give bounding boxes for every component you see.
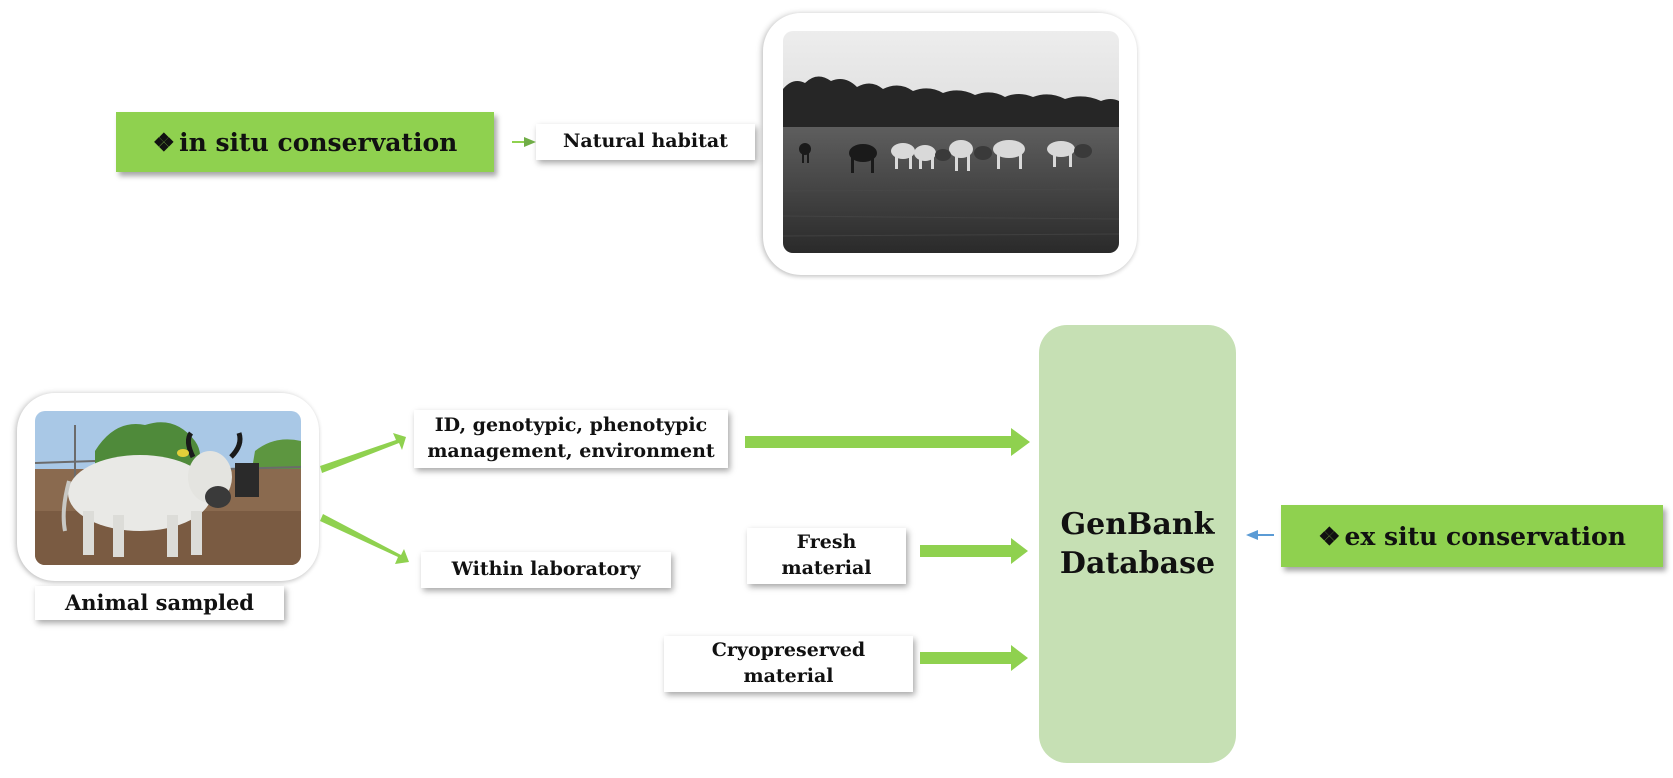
- natural-habitat-label: Natural habitat: [563, 130, 728, 153]
- in-situ-conservation-label: in situ conservation: [179, 127, 458, 157]
- fresh-material-line-2: material: [781, 557, 872, 579]
- cow-photo: [35, 411, 301, 565]
- diamond-bullet-icon: ❖: [1318, 521, 1341, 551]
- animal-sampled-box: Animal sampled: [35, 586, 284, 620]
- records-line-1: ID, genotypic, phenotypic: [434, 414, 708, 437]
- in-situ-conservation-box: ❖ in situ conservation: [116, 112, 494, 172]
- genbank-database-box: GenBank Database: [1039, 325, 1236, 763]
- cryopreserved-line-1: Cryopreserved: [711, 639, 866, 662]
- natural-habitat-box: Natural habitat: [536, 124, 755, 160]
- animal-sampled-label: Animal sampled: [64, 589, 254, 615]
- genbank-line-1: GenBank: [1060, 507, 1215, 542]
- within-laboratory-label: Within laboratory: [451, 558, 641, 581]
- cryopreserved-material-box: Cryopreserved material: [664, 636, 913, 692]
- herd-photo-frame: [763, 13, 1137, 275]
- animal-to-laboratory-arrow: [320, 514, 409, 564]
- records-to-genbank-arrow: [745, 428, 1030, 456]
- herd-photo-image: [783, 31, 1119, 253]
- animal-to-records-arrow: [320, 433, 406, 473]
- genbank-line-2: Database: [1059, 546, 1216, 581]
- fresh-to-genbank-arrow: [920, 538, 1028, 564]
- cryopreserved-line-2: material: [743, 665, 834, 687]
- ex-situ-to-genbank-arrow: [1246, 530, 1274, 540]
- diamond-bullet-icon: ❖: [152, 127, 176, 157]
- records-line-2: management, environment: [427, 440, 715, 462]
- ex-situ-conservation-label: ex situ conservation: [1344, 521, 1626, 551]
- within-laboratory-box: Within laboratory: [421, 552, 671, 588]
- ex-situ-conservation-box: ❖ ex situ conservation: [1281, 505, 1663, 567]
- fresh-material-line-1: Fresh: [796, 531, 857, 554]
- fresh-material-box: Fresh material: [747, 528, 906, 584]
- cow-photo-image: [35, 411, 301, 565]
- herd-photo: [783, 31, 1119, 253]
- cryopreserved-to-genbank-arrow: [920, 645, 1028, 671]
- cow-photo-frame: [17, 393, 319, 581]
- in-situ-to-habitat-arrow: [512, 137, 536, 147]
- records-box: ID, genotypic, phenotypic management, en…: [414, 410, 728, 468]
